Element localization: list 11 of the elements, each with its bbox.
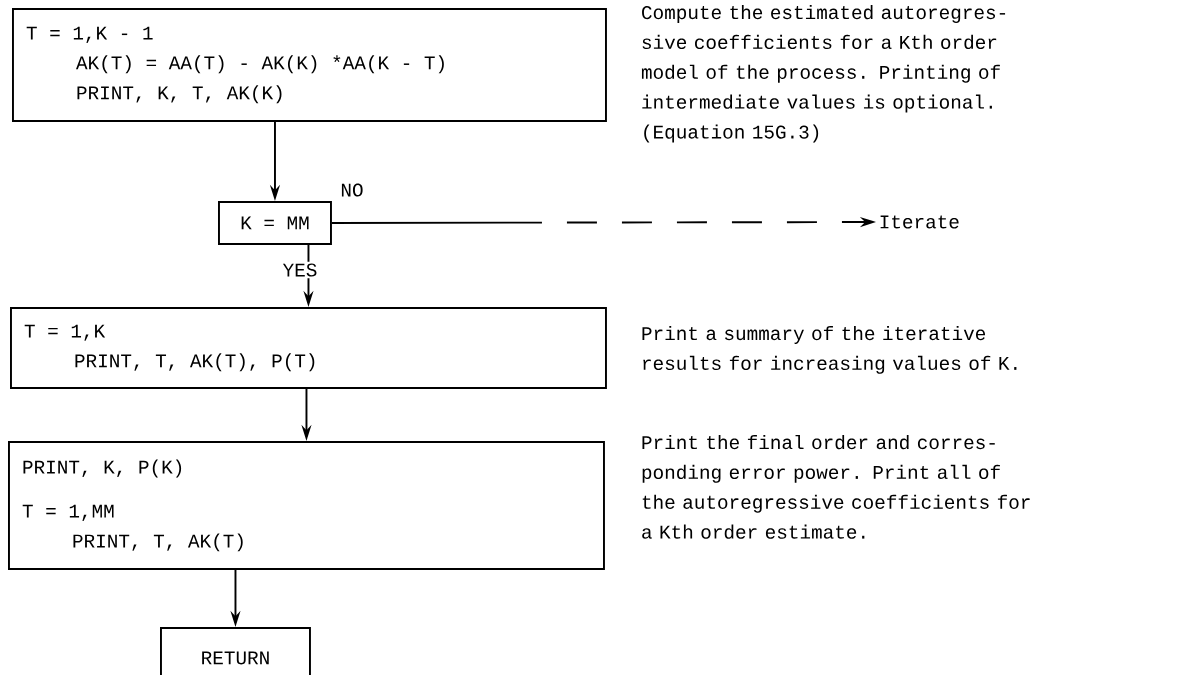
decision-box: K = MM: [218, 201, 332, 245]
edge-label: YES: [280, 261, 320, 279]
process-box: T = 1,K - 1 AK(T) = AA(T) - AK(K) *AA(K - T) PRINT, K, T, AK(K): [12, 8, 607, 122]
description-text: Print a summary of the iterative results for increasing values of K.: [642, 326, 1017, 374]
edge-label: NO: [338, 181, 366, 199]
terminal-box: RETURN: [160, 627, 311, 675]
iterate-text: Iterate: [880, 215, 959, 229]
output-box: PRINT, K, P(K) T = 1,MM PRINT, T, AK(T): [8, 441, 605, 570]
description-text: Print the final order and corres- ponding error power. Print all of the autoregressive coefficients for a Kth order estimate.: [642, 435, 1030, 539]
description-text: Compute the estimated autoregres- sive coefficients for a Kth order model of the process. Printing of intermediate values is optional. (Equation 15G.3): [641, 5, 1006, 143]
process-box: T = 1,K PRINT, T, AK(T), P(T): [10, 307, 607, 389]
